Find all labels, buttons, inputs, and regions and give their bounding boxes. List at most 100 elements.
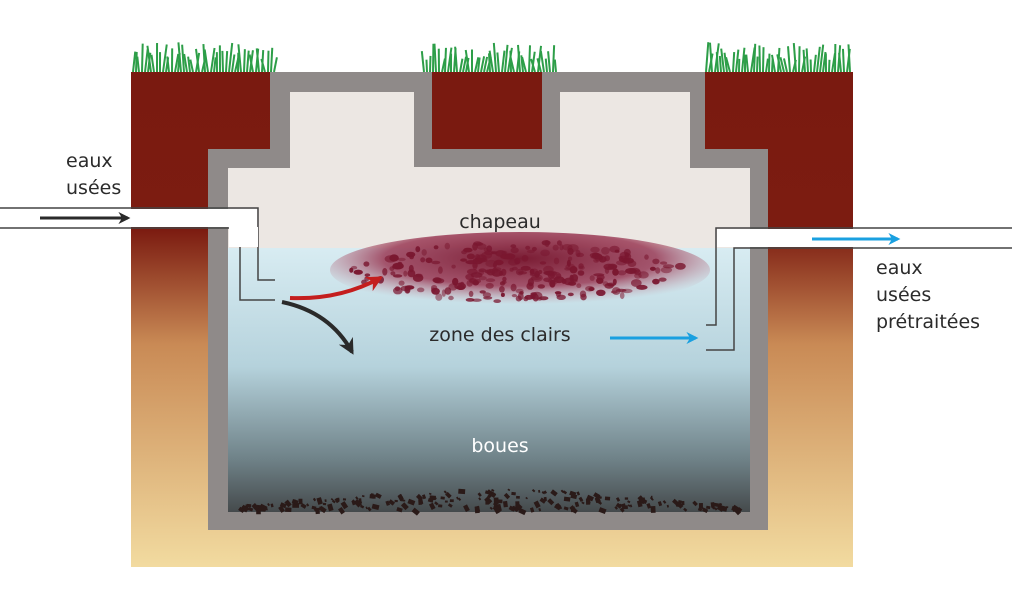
grass-blade [243, 49, 246, 73]
scum-particle [493, 299, 502, 303]
scum-particle [655, 267, 661, 274]
scum-particle [537, 284, 545, 289]
sludge-particle [407, 498, 416, 506]
scum-particle [499, 270, 504, 276]
grass-blade [474, 57, 480, 73]
sludge-particle [562, 490, 568, 495]
grass-blade [195, 48, 200, 73]
scum-particle [389, 254, 399, 262]
scum-particle [649, 266, 656, 271]
grass-blade [464, 49, 470, 73]
scum-particle [556, 294, 566, 300]
scum-particle [382, 268, 388, 276]
grass-blade [447, 47, 453, 73]
sludge-particle [711, 505, 716, 510]
sludge-particle [355, 496, 359, 500]
sludge-particle [334, 497, 340, 504]
scum-particle [567, 292, 574, 297]
sludge-particle [477, 492, 482, 497]
outlet-label-line: prétraitées [876, 311, 981, 333]
grass-blade [802, 49, 806, 73]
grass-blade [530, 58, 536, 73]
scum-particle [393, 287, 403, 295]
sludge-particles [238, 488, 743, 516]
scum-particle [577, 270, 585, 276]
sludge-particle [251, 503, 260, 511]
grass-blade [816, 46, 821, 73]
cover-soil [432, 72, 542, 149]
tank-interior-top [228, 92, 750, 248]
sludge-particle [529, 507, 535, 513]
grass [132, 42, 851, 73]
grass-blade [792, 42, 797, 73]
grass-blade [708, 42, 713, 73]
scum-particles [349, 240, 686, 303]
scum-particle [431, 260, 441, 265]
grass-blade [552, 45, 556, 73]
sludge-particle [554, 503, 562, 511]
sludge-particle [246, 503, 252, 508]
scum-particle [612, 268, 619, 276]
grass-blade [203, 49, 209, 73]
sludge-particle [507, 488, 511, 492]
grass-blade [270, 47, 274, 73]
scum-particle [590, 255, 598, 259]
sludge-particle [330, 497, 334, 501]
sludge-particle [374, 492, 382, 499]
sludge-particle [585, 498, 591, 505]
sludge-particle [485, 500, 489, 505]
grass-blade [725, 57, 731, 73]
scum-particle [485, 278, 496, 283]
scum-particle [614, 249, 620, 253]
sludge-particle [514, 505, 520, 512]
scum-particle [521, 254, 529, 262]
scum-particle [392, 262, 404, 270]
grass-blade [720, 48, 725, 73]
sludge-particle [278, 505, 285, 513]
sludge-particle [371, 503, 380, 511]
grass-blade [753, 43, 757, 73]
scum-particle [539, 261, 547, 265]
sludge-particle [706, 505, 711, 510]
scum-particle [435, 293, 443, 301]
grass-blade [517, 44, 521, 73]
sludge-particle [434, 501, 439, 506]
scum-particle [652, 278, 660, 285]
sludge-particle [627, 500, 631, 504]
sludge-particle [449, 499, 454, 503]
scum-label: chapeau [459, 211, 541, 233]
sludge-particle [569, 490, 577, 497]
grass-blade [732, 52, 736, 73]
scum-particle [403, 270, 408, 277]
sludge-particle [458, 488, 466, 495]
scum-particle [431, 285, 438, 291]
scum-particle [444, 287, 452, 295]
sludge-particle [538, 508, 542, 512]
grass-blade [544, 58, 548, 73]
sludge-particle [650, 495, 653, 499]
sludge-particle [657, 501, 663, 507]
sludge-particle [444, 500, 448, 503]
scum-particle [630, 279, 642, 287]
sludge-particle [457, 497, 462, 501]
sludge-particle [259, 503, 268, 512]
grass-blade [798, 46, 801, 73]
sludge-particle [543, 490, 548, 494]
sludge-particle [586, 494, 595, 502]
grass-blade [539, 50, 545, 73]
scum-particle [485, 259, 498, 268]
grass-blade [496, 52, 500, 73]
sludge-particle [713, 502, 719, 507]
grass-blade [166, 56, 170, 73]
scum-particle [593, 273, 605, 277]
sludge-particle [518, 508, 527, 516]
sludge-particle [292, 499, 299, 505]
grass-blade [255, 48, 260, 73]
sludge-particle [298, 498, 302, 503]
sludge-particle [533, 500, 541, 509]
scum-particle [476, 254, 487, 262]
sludge-particle [503, 492, 511, 500]
inlet-label: eaux usées [66, 148, 121, 202]
grass-blade [228, 42, 234, 73]
grass-blade [501, 50, 506, 73]
